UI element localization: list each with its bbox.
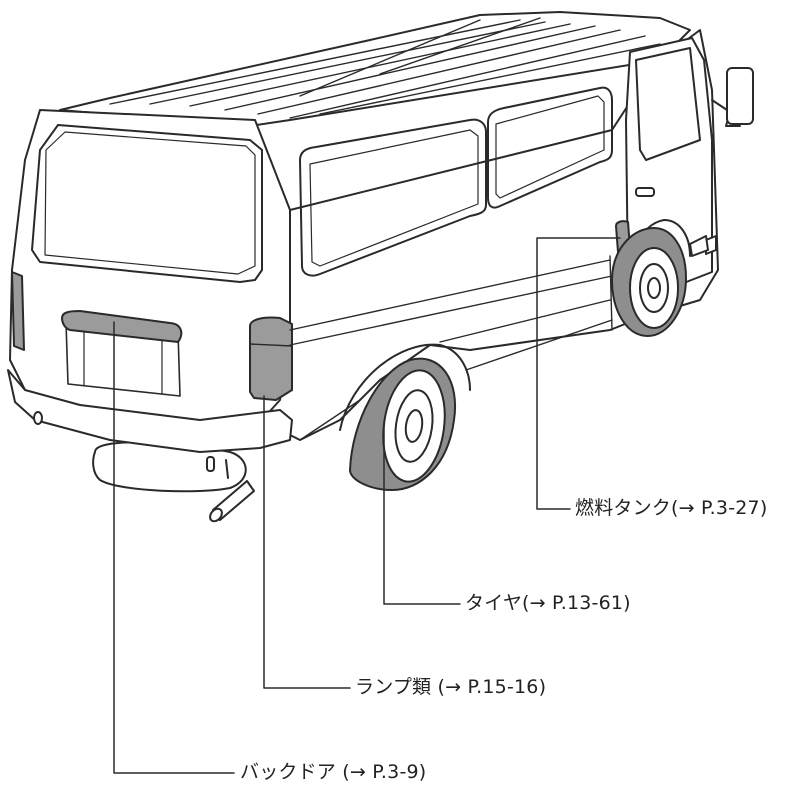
- bumper-reflector-left: [33, 411, 43, 425]
- side-mirror: [711, 67, 754, 127]
- rear-tire: [349, 357, 457, 491]
- rear-face: [9, 109, 291, 431]
- leader-back-door: [113, 321, 235, 774]
- rear-lamp-left: [11, 271, 25, 351]
- rear-wheel-arch: [339, 343, 471, 431]
- side-window-front: [487, 86, 613, 209]
- back-door-garnish: [61, 310, 183, 343]
- body-lines: [289, 255, 613, 441]
- rear-window: [31, 124, 263, 283]
- leader-fuel-tank: [536, 237, 621, 510]
- front-tire: [611, 227, 687, 337]
- bumper-reflector-right: [206, 456, 215, 472]
- roof-ribs: [109, 17, 661, 119]
- callout-lamps: ランプ類 (→ P.15-16): [355, 676, 547, 698]
- callout-leaders: [113, 237, 621, 774]
- callout-back-door: バックドア (→ P.3-9): [240, 761, 427, 783]
- callout-fuel-tank: 燃料タンク(→ P.3-27): [575, 497, 768, 519]
- callout-tire: タイヤ(→ P.13-61): [465, 592, 631, 614]
- side-window-rear: [299, 118, 487, 277]
- roof: [59, 11, 691, 127]
- exhaust-pipe: [209, 480, 255, 523]
- leader-lamps: [263, 395, 351, 689]
- leader-tire: [383, 423, 461, 605]
- front-door-window: [635, 47, 701, 161]
- rear-lamp-right: [249, 316, 293, 401]
